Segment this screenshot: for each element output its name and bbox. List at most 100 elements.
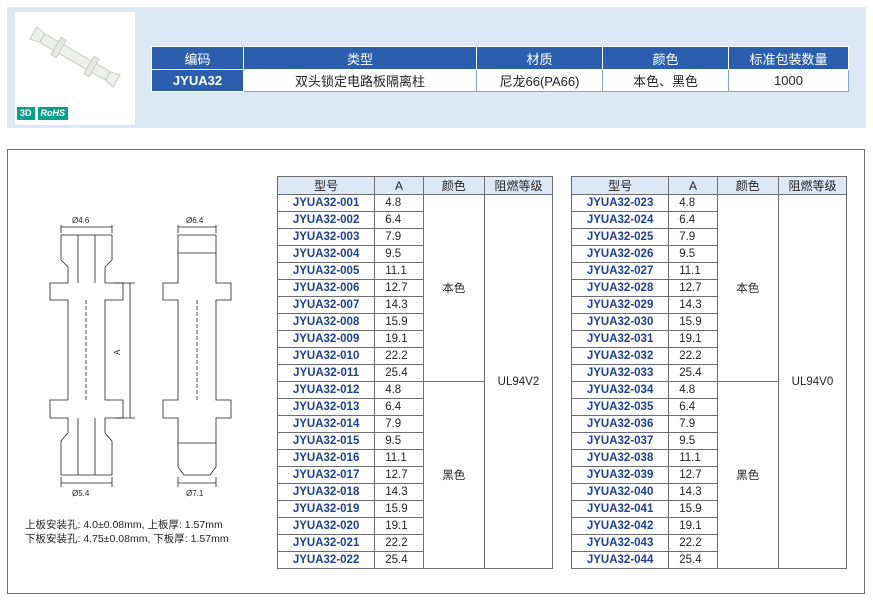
a-value-cell: 6.4 — [668, 398, 718, 416]
model-cell: JYUA32-040 — [570, 483, 670, 501]
a-value-cell: 6.4 — [374, 211, 424, 229]
model-cell: JYUA32-001 — [276, 194, 376, 212]
a-value-cell: 4.8 — [668, 194, 718, 212]
model-cell: JYUA32-016 — [276, 449, 376, 467]
badge-group: 3D RoHS — [17, 107, 69, 120]
a-value-cell: 19.1 — [374, 517, 424, 535]
spec-header-cell: 阻燃等级 — [777, 176, 848, 195]
summary-package-qty: 1000 — [728, 69, 849, 92]
a-value-cell: 14.3 — [668, 296, 718, 314]
a-value-cell: 14.3 — [374, 483, 424, 501]
drawing-side-view — [162, 225, 232, 487]
note-upper-board: 上板安装孔: 4.0±0.08mm, 上板厚: 1.57mm — [25, 519, 223, 531]
summary-table: 编码 类型 材质 颜色 标准包装数量 JYUA32 双头锁定电路板隔离柱 尼龙6… — [151, 46, 849, 92]
model-cell: JYUA32-032 — [570, 347, 670, 365]
a-value-cell: 9.5 — [374, 245, 424, 263]
model-cell: JYUA32-008 — [276, 313, 376, 331]
a-value-cell: 9.5 — [668, 432, 718, 450]
model-cell: JYUA32-023 — [570, 194, 670, 212]
note-lower-board: 下板安装孔: 4.75±0.08mm, 下板厚: 1.57mm — [25, 533, 229, 545]
spec-header-cell: 颜色 — [422, 176, 485, 195]
model-cell: JYUA32-031 — [570, 330, 670, 348]
a-value-cell: 7.9 — [668, 228, 718, 246]
model-cell: JYUA32-025 — [570, 228, 670, 246]
summary-data-row: JYUA32 双头锁定电路板隔离柱 尼龙66(PA66) 本色、黑色 1000 — [151, 69, 849, 92]
a-value-cell: 25.4 — [374, 551, 424, 569]
a-value-cell: 22.2 — [668, 534, 718, 552]
a-value-cell: 19.1 — [374, 330, 424, 348]
model-cell: JYUA32-036 — [570, 415, 670, 433]
a-value-cell: 15.9 — [668, 500, 718, 518]
summary-header-type: 类型 — [243, 46, 477, 70]
a-value-cell: 22.2 — [374, 534, 424, 552]
a-value-cell: 14.3 — [668, 483, 718, 501]
a-value-cell: 12.7 — [374, 466, 424, 484]
spec-header-cell: 颜色 — [716, 176, 779, 195]
model-cell: JYUA32-042 — [570, 517, 670, 535]
installation-notes: 上板安装孔: 4.0±0.08mm, 上板厚: 1.57mm 下板安装孔: 4.… — [25, 518, 229, 546]
model-cell: JYUA32-015 — [276, 432, 376, 450]
dim-top-left: Ø4.6 — [72, 216, 90, 225]
a-value-cell: 25.4 — [374, 364, 424, 382]
model-cell: JYUA32-006 — [276, 279, 376, 297]
dim-length-a: A — [113, 349, 122, 355]
model-cell: JYUA32-010 — [276, 347, 376, 365]
model-cell: JYUA32-028 — [570, 279, 670, 297]
summary-header-material: 材质 — [476, 46, 603, 70]
3d-badge[interactable]: 3D — [17, 107, 35, 120]
model-cell: JYUA32-038 — [570, 449, 670, 467]
summary-color: 本色、黑色 — [602, 69, 729, 92]
spec-header-cell: A — [668, 176, 718, 195]
flame-rating-cell: UL94V0 — [777, 194, 848, 569]
a-value-cell: 11.1 — [668, 262, 718, 280]
a-value-cell: 7.9 — [374, 228, 424, 246]
a-value-cell: 12.7 — [668, 466, 718, 484]
model-cell: JYUA32-024 — [570, 211, 670, 229]
a-value-cell: 15.9 — [668, 313, 718, 331]
model-cell: JYUA32-027 — [570, 262, 670, 280]
a-value-cell: 4.8 — [374, 194, 424, 212]
a-value-cell: 7.9 — [374, 415, 424, 433]
model-cell: JYUA32-033 — [570, 364, 670, 382]
model-cell: JYUA32-026 — [570, 245, 670, 263]
model-cell: JYUA32-021 — [276, 534, 376, 552]
a-value-cell: 9.5 — [374, 432, 424, 450]
model-cell: JYUA32-020 — [276, 517, 376, 535]
summary-header-package: 标准包装数量 — [728, 46, 849, 70]
summary-code: JYUA32 — [151, 69, 244, 92]
a-value-cell: 15.9 — [374, 500, 424, 518]
model-cell: JYUA32-034 — [570, 381, 670, 399]
dim-bottom-left: Ø5.4 — [72, 489, 90, 498]
model-cell: JYUA32-018 — [276, 483, 376, 501]
color-cell: 本色 — [422, 194, 485, 382]
dim-bottom-right: Ø7.1 — [186, 489, 204, 498]
rohs-badge: RoHS — [37, 107, 69, 120]
flame-rating-cell: UL94V2 — [483, 194, 554, 569]
a-value-cell: 11.1 — [374, 449, 424, 467]
model-cell: JYUA32-029 — [570, 296, 670, 314]
summary-header-row: 编码 类型 材质 颜色 标准包装数量 — [151, 46, 849, 70]
model-cell: JYUA32-044 — [570, 551, 670, 569]
model-cell: JYUA32-030 — [570, 313, 670, 331]
summary-material: 尼龙66(PA66) — [476, 69, 603, 92]
model-cell: JYUA32-017 — [276, 466, 376, 484]
